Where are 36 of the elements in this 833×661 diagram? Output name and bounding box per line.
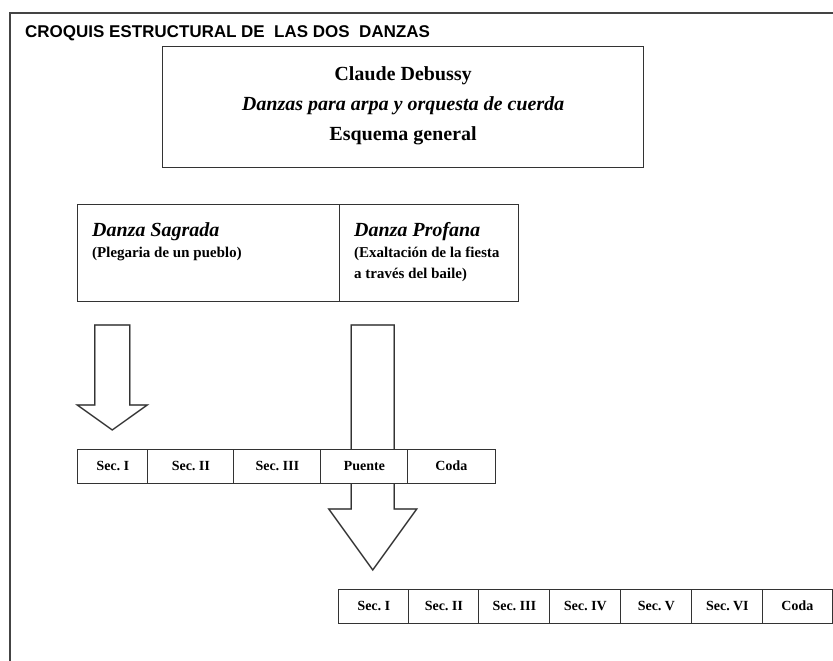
section-cell	[77, 449, 148, 484]
section-cell	[691, 589, 764, 624]
section-cell	[762, 589, 832, 624]
block-arrow	[74, 324, 150, 431]
section-cell	[408, 589, 480, 624]
section-cell	[620, 589, 692, 624]
diagram-title: CROQUIS ESTRUCTURAL DE LAS DOS DANZAS	[25, 22, 430, 42]
section-label: Coda	[781, 598, 814, 614]
section-label: Coda	[435, 458, 468, 474]
dance-description: (Plegaria de un pueblo)	[92, 244, 243, 263]
section-label: Sec. V	[638, 598, 675, 614]
section-label: Sec. VI	[706, 598, 749, 614]
section-label: Sec. IV	[564, 598, 607, 614]
section-label: Sec. III	[255, 458, 300, 474]
section-label: Sec. I	[357, 598, 390, 614]
work-title: Danzas para arpa y orquesta de cuerda	[240, 92, 566, 117]
section-cell	[407, 449, 496, 484]
section-cell	[320, 449, 408, 484]
dance-title: Danza Profana	[354, 218, 482, 243]
section-cell	[338, 589, 410, 624]
section-label: Sec. II	[172, 458, 210, 474]
section-cell	[549, 589, 622, 624]
section-cell	[147, 449, 234, 484]
schema-subtitle: Esquema general	[328, 122, 478, 147]
dance-description: (Exaltación de la fiesta a través del baile)	[354, 244, 500, 284]
section-cell	[233, 449, 322, 484]
dance-title: Danza Sagrada	[92, 218, 220, 243]
dance-box	[77, 204, 340, 302]
section-label: Sec. I	[96, 458, 130, 474]
dance-box	[339, 204, 519, 302]
header-box	[162, 46, 644, 168]
composer-name: Claude Debussy	[333, 62, 473, 87]
section-label: Sec. II	[424, 598, 463, 614]
section-label: Sec. III	[492, 598, 536, 614]
section-cell	[478, 589, 550, 624]
section-label: Puente	[344, 458, 385, 474]
